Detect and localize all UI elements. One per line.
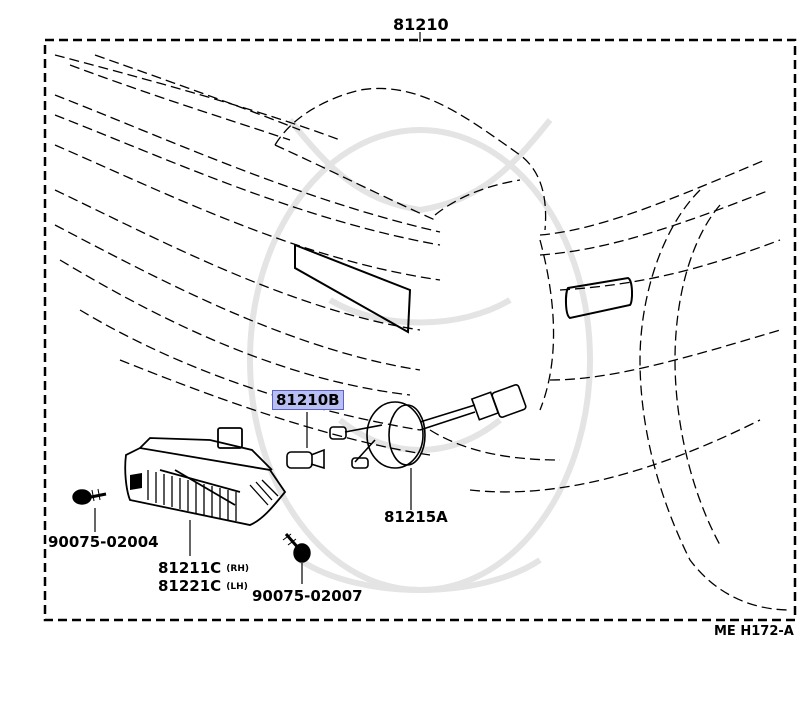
screw-left — [72, 488, 107, 505]
socket-part-number[interactable]: 81215A — [384, 508, 448, 526]
screw-right-part-number[interactable]: 90075-02007 — [252, 587, 363, 605]
leader-lines — [94, 412, 412, 584]
lamp-lens-ribs — [147, 470, 279, 521]
lamp-lh-part-number[interactable]: 81221C — [158, 577, 222, 595]
socket-assembly — [329, 384, 527, 469]
assembly-number-label: 81210 — [393, 15, 449, 34]
lamp-lh-label-group: 81221C (LH) — [158, 576, 248, 595]
bulb-part-number[interactable]: 81210B — [272, 390, 344, 410]
lamp-lh-side: (LH) — [226, 582, 248, 592]
bulb — [286, 448, 325, 470]
lamp-rh-label-group: 81211C (RH) — [158, 558, 249, 577]
lamp-rh-part-number[interactable]: 81211C — [158, 559, 222, 577]
front-lamp-housing — [124, 427, 287, 526]
screw-left-part-number[interactable]: 90075-02004 — [48, 533, 159, 551]
frame-border — [43, 38, 797, 622]
diagram-code: ME H172-A — [714, 624, 794, 639]
car-front-body — [54, 54, 791, 611]
lamp-corner-mark — [130, 473, 142, 490]
screw-right — [282, 533, 311, 563]
bumper-slot — [294, 243, 412, 334]
watermark-emblem — [247, 118, 593, 593]
side-marker — [564, 276, 634, 320]
lamp-rh-side: (RH) — [226, 564, 250, 574]
